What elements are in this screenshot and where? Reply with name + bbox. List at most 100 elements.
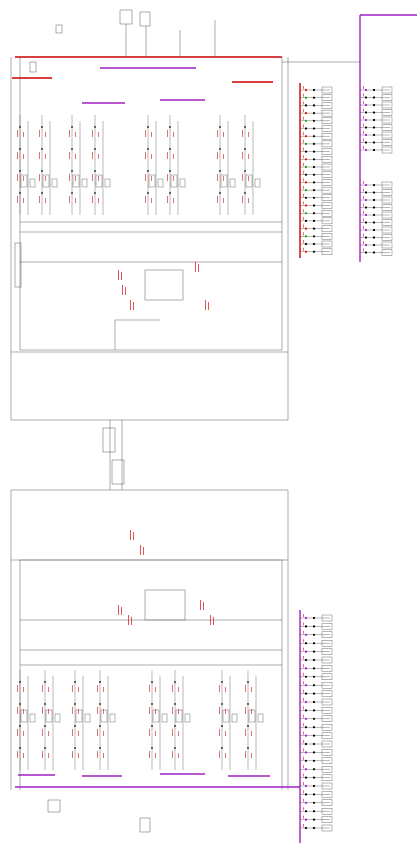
- breaker-node: [304, 675, 308, 678]
- top-panel-row: [300, 109, 333, 117]
- bottom-panel-row: [300, 614, 333, 622]
- relay-box: [51, 178, 58, 188]
- load-box: [321, 202, 333, 209]
- load-box: [381, 139, 393, 146]
- node: [244, 148, 246, 150]
- breaker-node: [304, 227, 308, 230]
- annotation-red-mark: [23, 731, 24, 736]
- breaker-box: [220, 174, 228, 188]
- annotation-red-mark: [363, 196, 364, 199]
- load-box: [381, 94, 393, 101]
- top-feeder: [217, 115, 236, 215]
- load-box: [321, 673, 333, 680]
- annotation-red-mark: [140, 545, 141, 555]
- node: [312, 709, 316, 712]
- annotation-red-mark: [122, 285, 123, 295]
- top-panel-3-row: [360, 188, 393, 196]
- annotation-red-mark: [198, 264, 199, 272]
- load-box: [381, 124, 393, 131]
- node: [219, 126, 221, 128]
- annotation-red-mark: [72, 729, 73, 736]
- annotation-red-mark: [303, 723, 304, 727]
- annotation-red-mark: [42, 729, 43, 736]
- node: [19, 747, 21, 749]
- node: [244, 170, 246, 172]
- breaker-node: [304, 793, 308, 796]
- node: [247, 703, 249, 705]
- annotation-red-mark: [303, 773, 304, 777]
- breaker-node: [304, 684, 308, 687]
- breaker-node: [304, 96, 308, 99]
- annotation-red-mark: [121, 272, 122, 280]
- load-box: [321, 163, 333, 171]
- node: [169, 148, 171, 150]
- annotation-red-mark: [363, 233, 364, 237]
- node: [312, 135, 316, 138]
- annotation-red-mark: [98, 154, 99, 159]
- top-panel-row: [300, 86, 333, 94]
- breaker-node: [304, 818, 308, 821]
- annotation-red-mark: [303, 232, 304, 236]
- annotation-red-mark: [92, 174, 93, 181]
- annotation-red-mark: [303, 124, 304, 128]
- annotation-red-mark: [363, 218, 364, 222]
- node: [312, 127, 316, 130]
- annotation-red-mark: [363, 203, 364, 207]
- breaker-node: [304, 734, 308, 737]
- bottom-panel-row: [300, 698, 333, 706]
- breaker-node: [304, 204, 308, 207]
- bottom-feeder: [17, 670, 36, 770]
- annotation-red-mark: [155, 709, 156, 714]
- node: [151, 725, 153, 727]
- breaker-node: [364, 126, 368, 129]
- node: [44, 703, 46, 705]
- breaker-node: [364, 206, 368, 209]
- top-panel-2-row: [360, 86, 393, 94]
- node: [41, 126, 43, 128]
- load-box: [381, 226, 393, 234]
- annotation-red-mark: [23, 687, 24, 692]
- annotation-red-mark: [223, 154, 224, 159]
- annotation-red-mark: [251, 753, 252, 758]
- node: [41, 192, 43, 194]
- load-box: [321, 156, 333, 163]
- breaker-node: [304, 219, 308, 222]
- breaker-node: [304, 709, 308, 712]
- breaker-box: [248, 709, 256, 723]
- top-panel-row: [300, 193, 333, 201]
- load-box: [321, 816, 333, 823]
- annotation-red-mark: [23, 132, 24, 137]
- node: [174, 725, 176, 727]
- load-box: [321, 125, 333, 132]
- annotation-red-mark: [303, 807, 304, 811]
- load-box: [381, 131, 393, 139]
- annotation-red-mark: [210, 615, 211, 625]
- load-box: [321, 774, 333, 781]
- node: [19, 703, 21, 705]
- relay-box: [29, 178, 36, 188]
- node: [312, 625, 316, 628]
- breaker-box: [222, 709, 230, 723]
- node: [71, 192, 73, 194]
- node: [372, 118, 376, 122]
- top-panel-row: [300, 170, 333, 178]
- top-panel-3-row: [360, 196, 393, 204]
- annotation-red-mark: [303, 689, 304, 693]
- node: [312, 818, 316, 821]
- annotation-red-mark: [303, 824, 304, 827]
- annotation-red-mark: [363, 131, 364, 134]
- annotation-red-mark: [45, 198, 46, 203]
- annotation-red-mark: [131, 617, 132, 625]
- annotation-red-mark: [303, 622, 304, 626]
- node: [312, 684, 316, 687]
- node: [372, 96, 376, 99]
- node: [312, 112, 316, 115]
- node: [94, 126, 96, 128]
- node: [169, 170, 171, 172]
- annotation-red-mark: [217, 130, 218, 137]
- annotation-red-mark: [155, 731, 156, 736]
- bottom-panel-row: [300, 656, 333, 664]
- annotation-red-mark: [303, 765, 304, 769]
- node: [221, 747, 223, 749]
- top-panel-3-row: [360, 218, 393, 226]
